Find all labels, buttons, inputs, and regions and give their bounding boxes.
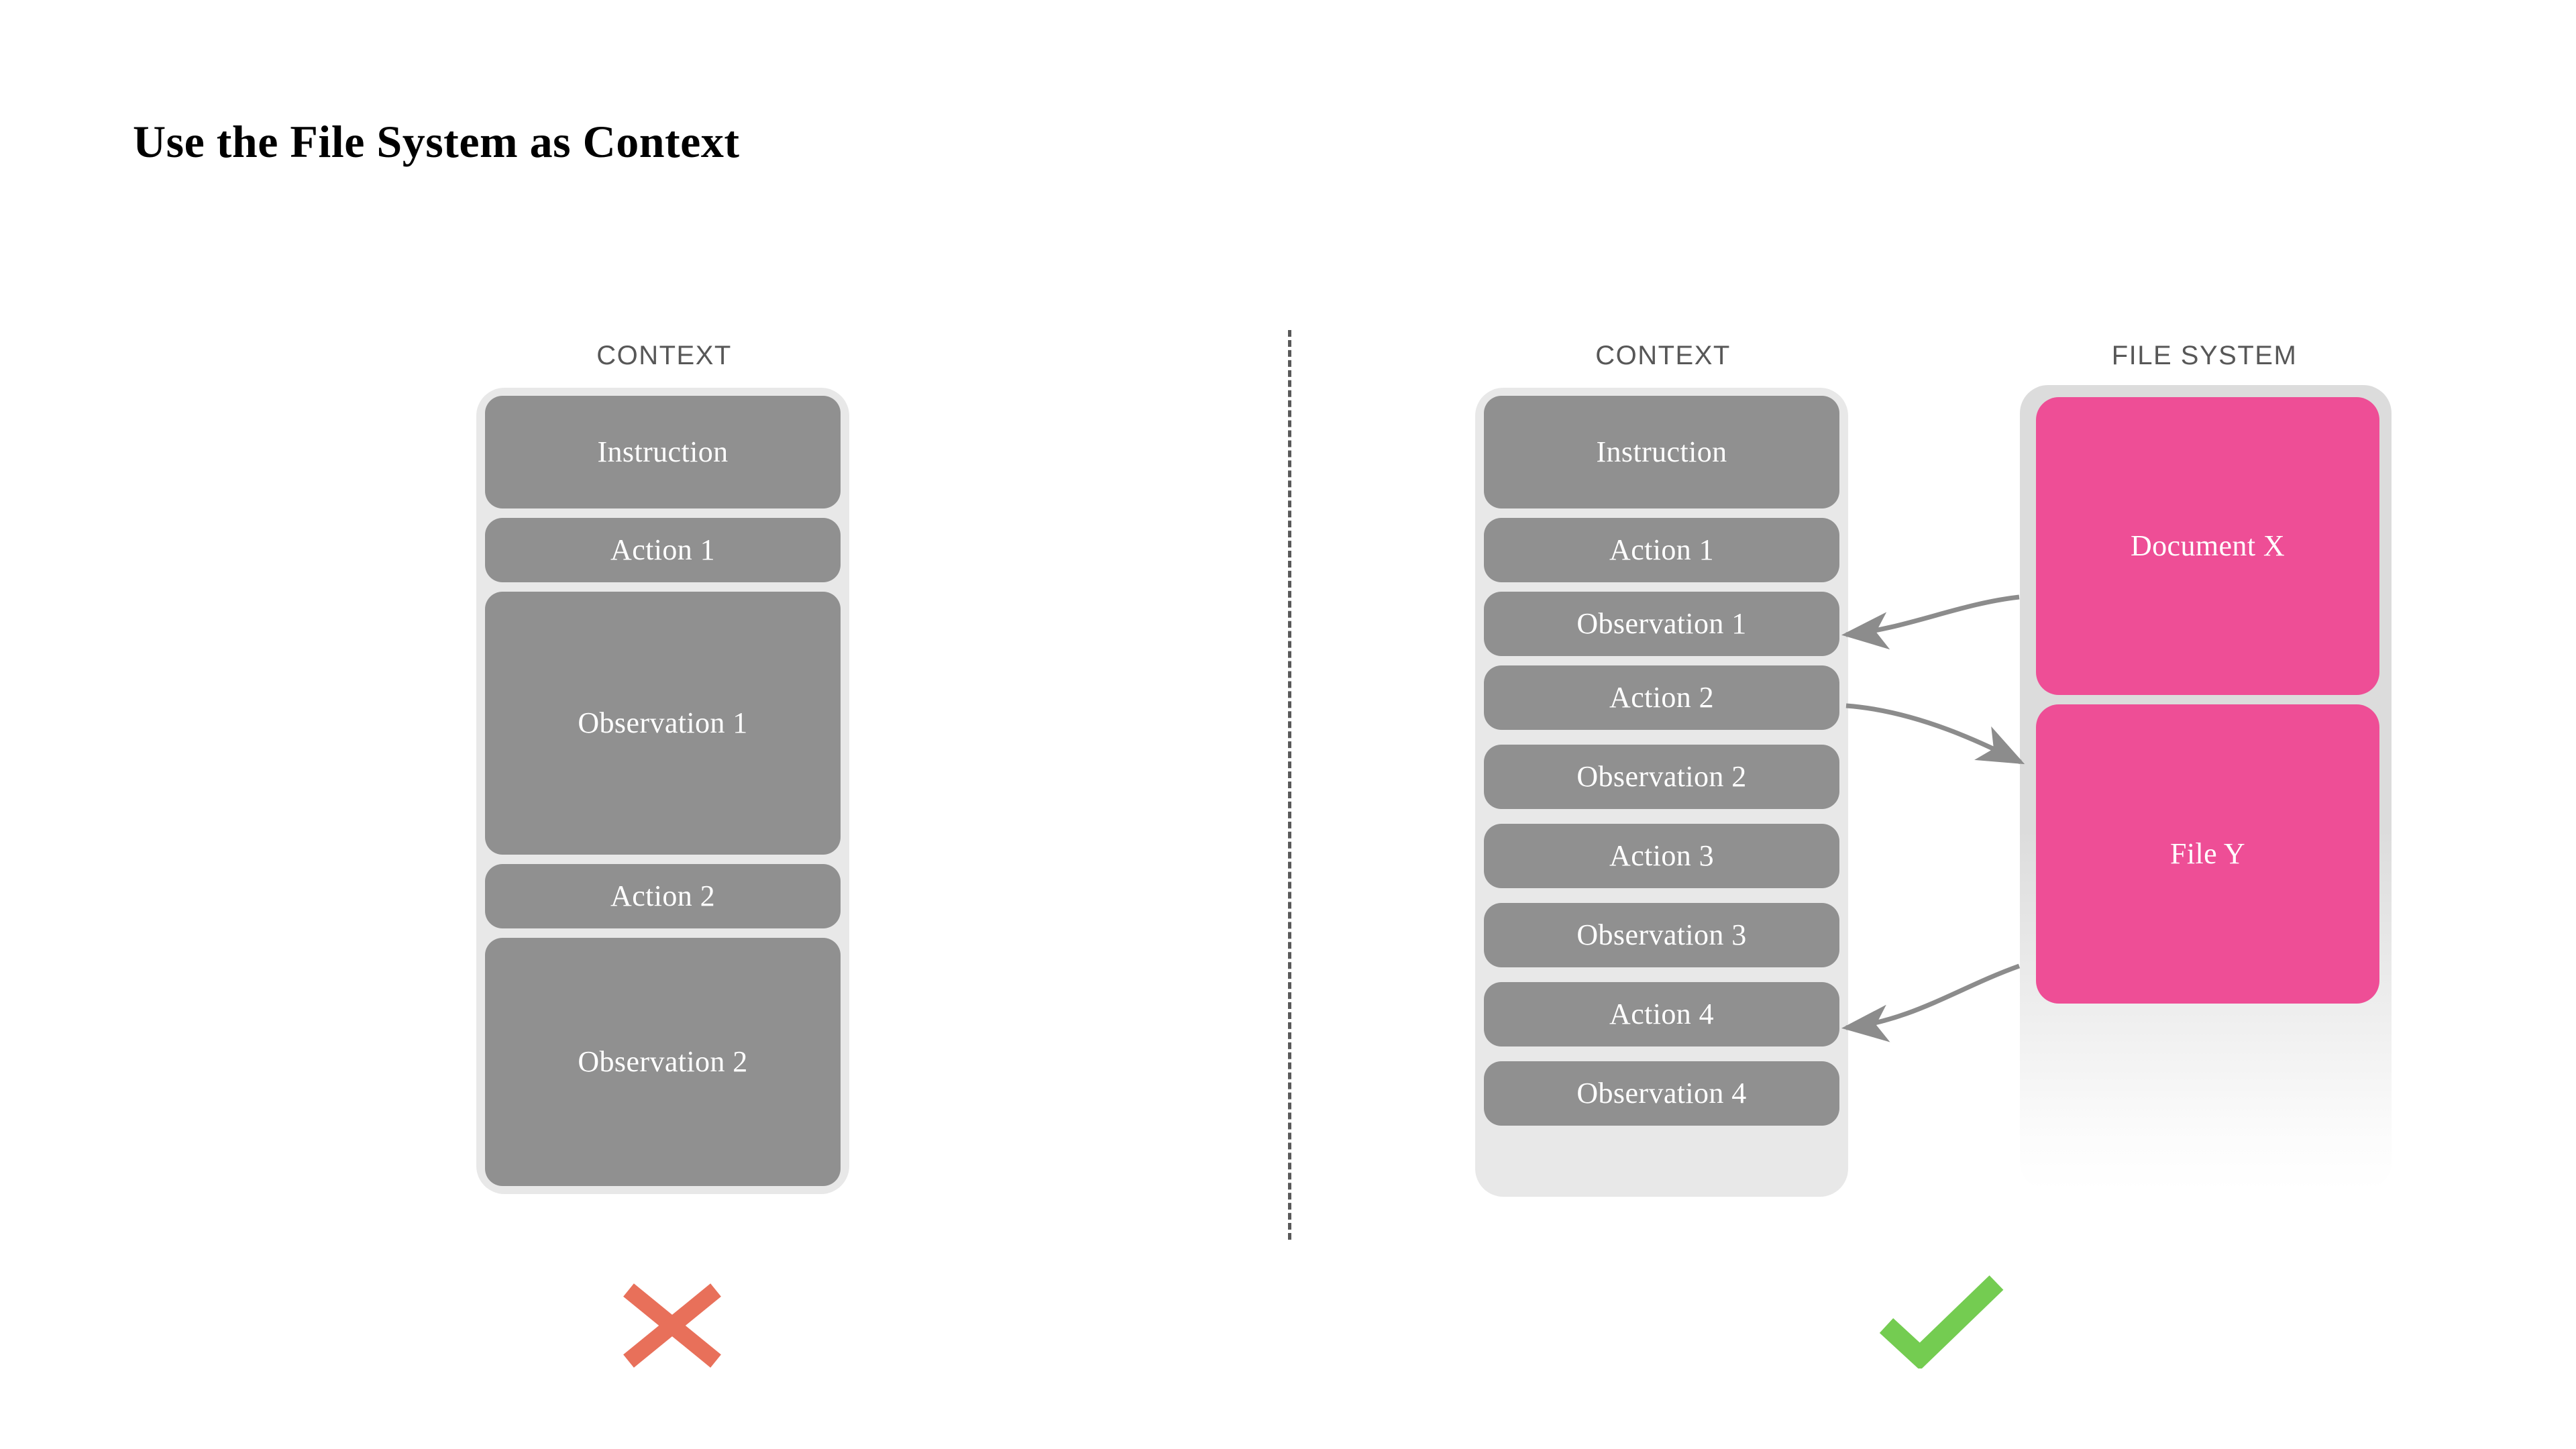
right-block-observation-4[interactable]: Observation 4	[1484, 1061, 1839, 1126]
left-block-observation-2-label: Observation 2	[578, 1045, 748, 1078]
right-block-observation-1[interactable]: Observation 1	[1484, 592, 1839, 656]
right-block-action-3-label: Action 3	[1609, 839, 1714, 872]
right-block-observation-3[interactable]: Observation 3	[1484, 903, 1839, 967]
file-block-file-y-label: File Y	[2170, 837, 2245, 870]
right-block-action-1-label: Action 1	[1609, 533, 1714, 566]
right-block-action-2[interactable]: Action 2	[1484, 665, 1839, 730]
left-block-instruction-label: Instruction	[597, 435, 729, 468]
right-context-label: CONTEXT	[1595, 341, 1731, 370]
right-block-action-4[interactable]: Action 4	[1484, 982, 1839, 1046]
left-context-container: Instruction Action 1 Observation 1 Actio…	[476, 388, 849, 1194]
left-block-observation-1[interactable]: Observation 1	[485, 592, 841, 855]
right-context-container: Instruction Action 1 Observation 1 Actio…	[1475, 388, 1848, 1197]
left-block-observation-1-label: Observation 1	[578, 706, 748, 739]
right-block-observation-2[interactable]: Observation 2	[1484, 745, 1839, 809]
check-icon	[1879, 1275, 2004, 1368]
right-block-observation-1-label: Observation 1	[1576, 607, 1747, 640]
left-block-instruction[interactable]: Instruction	[485, 396, 841, 508]
right-block-observation-4-label: Observation 4	[1576, 1077, 1747, 1110]
vertical-divider	[1288, 330, 1291, 1240]
file-block-file-y[interactable]: File Y	[2036, 704, 2379, 1004]
page-title: Use the File System as Context	[133, 116, 740, 167]
right-block-instruction-label: Instruction	[1596, 435, 1727, 468]
left-context-label: CONTEXT	[596, 341, 732, 370]
file-system-container: Document X File Y	[2020, 385, 2392, 1190]
right-block-action-3[interactable]: Action 3	[1484, 824, 1839, 888]
left-block-action-2-label: Action 2	[610, 879, 715, 912]
file-block-document-x[interactable]: Document X	[2036, 397, 2379, 695]
file-system-label: FILE SYSTEM	[2111, 341, 2298, 370]
right-block-action-1[interactable]: Action 1	[1484, 518, 1839, 582]
right-block-observation-2-label: Observation 2	[1576, 760, 1747, 793]
cross-icon	[623, 1283, 721, 1368]
right-block-instruction[interactable]: Instruction	[1484, 396, 1839, 508]
left-block-action-2[interactable]: Action 2	[485, 864, 841, 928]
right-block-observation-3-label: Observation 3	[1576, 918, 1747, 951]
arrow-file-y-to-action-4	[1841, 963, 2021, 1042]
left-block-action-1-label: Action 1	[610, 533, 715, 566]
arrow-document-x-to-observation-1	[1841, 594, 2020, 650]
file-block-document-x-label: Document X	[2130, 529, 2286, 562]
left-block-observation-2[interactable]: Observation 2	[485, 938, 841, 1186]
right-block-action-2-label: Action 2	[1609, 681, 1714, 714]
right-block-action-4-label: Action 4	[1609, 998, 1714, 1030]
arrow-action-2-to-file-y	[1845, 703, 2025, 765]
left-block-action-1[interactable]: Action 1	[485, 518, 841, 582]
